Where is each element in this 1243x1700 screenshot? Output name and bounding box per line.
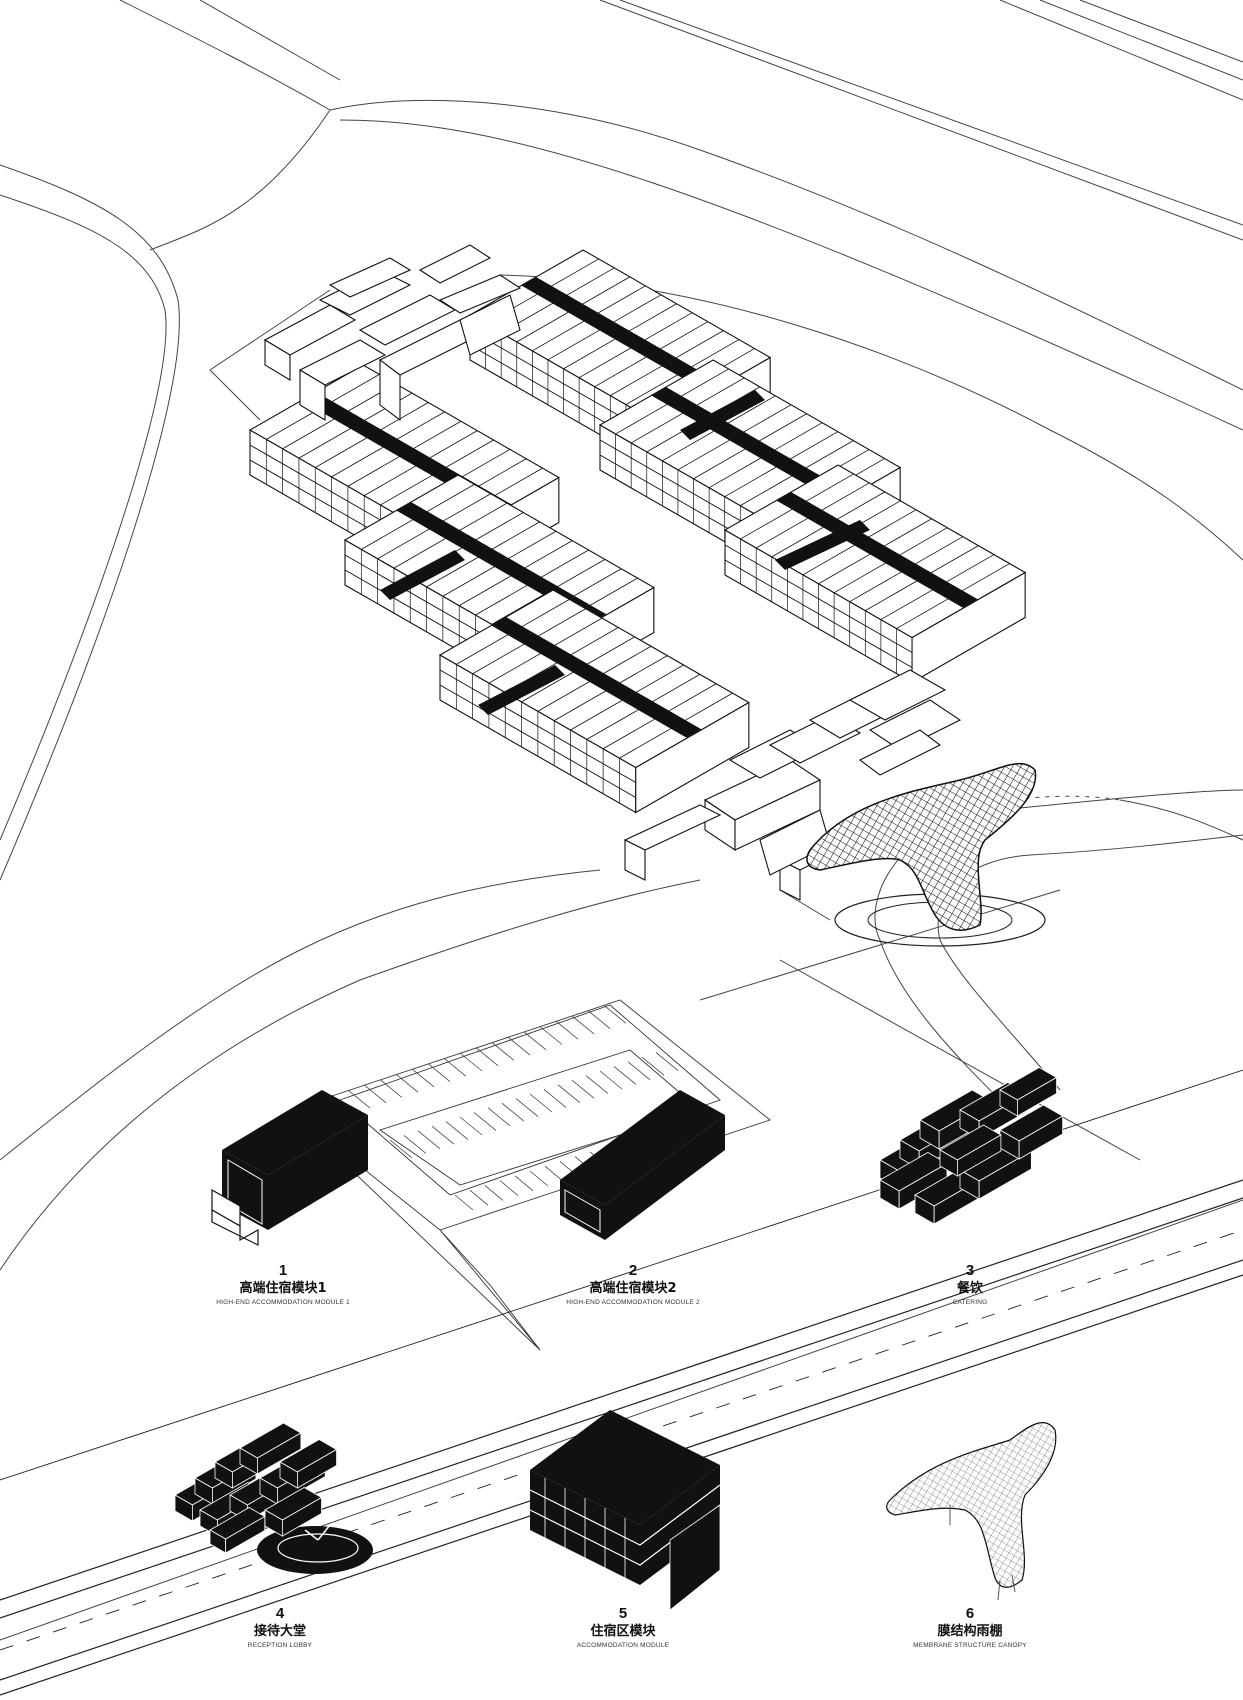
black-container — [209, 1507, 266, 1554]
parking-stall-line — [417, 1130, 441, 1150]
legend-title-en: MEMBRANE STRUCTURE CANOPY — [913, 1642, 1027, 1649]
parking-stall-line — [431, 1125, 455, 1145]
parking-stall-line — [613, 1066, 637, 1085]
parking-stall-line — [544, 1165, 564, 1182]
parking-stall-line — [571, 1015, 595, 1035]
parking-stall-line — [459, 1116, 483, 1136]
parking-stall-line — [475, 1047, 499, 1067]
parking-stall-line — [641, 1056, 665, 1076]
membrane-canopy-site — [806, 762, 1046, 947]
container-bar — [723, 464, 1027, 684]
parking-stall-line — [587, 1010, 611, 1029]
legend-item-2: 2 高端住宿模块2 HIGH-END ACCOMMODATION MODULE … — [483, 1262, 783, 1309]
container-bar — [438, 589, 750, 814]
legend-title-cn: 餐饮 — [956, 1281, 983, 1296]
black-container — [239, 1422, 302, 1475]
black-container — [279, 1439, 338, 1489]
parking-stall-line — [499, 1180, 519, 1196]
parking-stall-line — [501, 1102, 525, 1122]
legend-title-en: HIGH-END ACCOMMODATION MODULE 2 — [566, 1299, 700, 1306]
parking-stall-line — [427, 1063, 451, 1082]
corridor-bridge — [680, 390, 765, 440]
parking-stall-line — [599, 1070, 623, 1090]
legend-item-6: 6 膜结构雨棚 MEMBRANE STRUCTURE CANOPY — [820, 1605, 1120, 1652]
parking-stall-line — [347, 1089, 371, 1109]
parking-stall-line — [487, 1107, 511, 1127]
legend-number: 1 — [278, 1262, 288, 1279]
parking-stall-line — [507, 1036, 531, 1056]
membrane-canopy-icon — [886, 1422, 1057, 1601]
parking-stall-line — [389, 1139, 413, 1159]
parking-stall-line — [514, 1175, 534, 1192]
catering-cluster-icon — [879, 1067, 1064, 1225]
parking-stall-line — [395, 1073, 419, 1093]
black-container — [939, 1124, 1002, 1177]
parking-stall-line — [555, 1020, 579, 1040]
legend-title-en: ACCOMMODATION MODULE — [576, 1642, 670, 1649]
accommodation-blocks — [248, 249, 1027, 814]
parking-stall-line — [459, 1052, 483, 1072]
parking-stall-line — [585, 1075, 609, 1094]
black-container — [264, 1487, 323, 1537]
container-module-1-icon — [211, 1090, 368, 1246]
parking-stall-line — [363, 1084, 387, 1104]
parking-stall-line — [655, 1052, 679, 1071]
legend-number: 6 — [965, 1605, 975, 1622]
legend-title-en: CATERING — [952, 1299, 988, 1306]
parking-stall-line — [529, 1093, 553, 1113]
parking-stall-line — [473, 1112, 497, 1131]
parking-stall-line — [403, 1135, 427, 1154]
parking-stall-line — [454, 1194, 474, 1211]
legend-item-5: 5 住宿区模块 ACCOMMODATION MODULE — [473, 1605, 773, 1652]
parking-stall-line — [411, 1068, 435, 1088]
legend-number: 2 — [628, 1262, 638, 1279]
parking-stall-line — [603, 1004, 627, 1024]
parking-stall-line — [539, 1026, 563, 1045]
legend-number: 5 — [618, 1605, 628, 1622]
parking-stall-line — [469, 1189, 489, 1206]
corridor-bridge — [478, 665, 565, 715]
reception-lobby-icon — [174, 1422, 373, 1574]
parking-stall-line — [379, 1079, 403, 1098]
legend-item-4: 4 接待大堂 RECEPTION LOBBY — [130, 1605, 430, 1652]
legend-title-en: RECEPTION LOBBY — [247, 1642, 313, 1649]
legend-title-cn: 接待大堂 — [253, 1624, 306, 1639]
parking-stall-line — [529, 1170, 549, 1187]
legend-title-en: HIGH-END ACCOMMODATION MODULE 1 — [216, 1299, 350, 1306]
site-lines — [0, 0, 1243, 1641]
parking-stall-line — [445, 1121, 469, 1140]
black-container — [999, 1067, 1058, 1117]
legend-number: 4 — [275, 1605, 285, 1622]
parking-stall-line — [523, 1031, 547, 1051]
legend-number: 3 — [965, 1262, 975, 1279]
legend-title-cn: 高端住宿模块1 — [239, 1281, 327, 1296]
black-container — [999, 1104, 1064, 1160]
legend-title-cn: 高端住宿模块2 — [589, 1281, 677, 1296]
parking-stall-line — [484, 1185, 504, 1201]
parking-stall-line — [571, 1079, 595, 1099]
parking-stall-line — [443, 1057, 467, 1077]
corridor-bridge — [775, 520, 870, 570]
accommodation-block-icon — [529, 1410, 721, 1611]
parking-stall-line — [627, 1061, 651, 1081]
parking-stall-line — [515, 1098, 539, 1117]
parking-stall-line — [491, 1042, 515, 1061]
parking-stall-line — [557, 1084, 581, 1104]
legend-title-cn: 住宿区模块 — [590, 1624, 656, 1639]
parking-stall-line — [543, 1089, 567, 1108]
corridor-bridge — [380, 550, 465, 600]
legend-item-3: 3 餐饮 CATERING — [820, 1262, 1120, 1309]
legend-item-1: 1 高端住宿模块1 HIGH-END ACCOMMODATION MODULE … — [133, 1262, 433, 1309]
container-module-2-icon — [560, 1090, 725, 1240]
legend-title-cn: 膜结构雨棚 — [937, 1624, 1003, 1639]
stacked-container-cluster — [263, 244, 522, 422]
